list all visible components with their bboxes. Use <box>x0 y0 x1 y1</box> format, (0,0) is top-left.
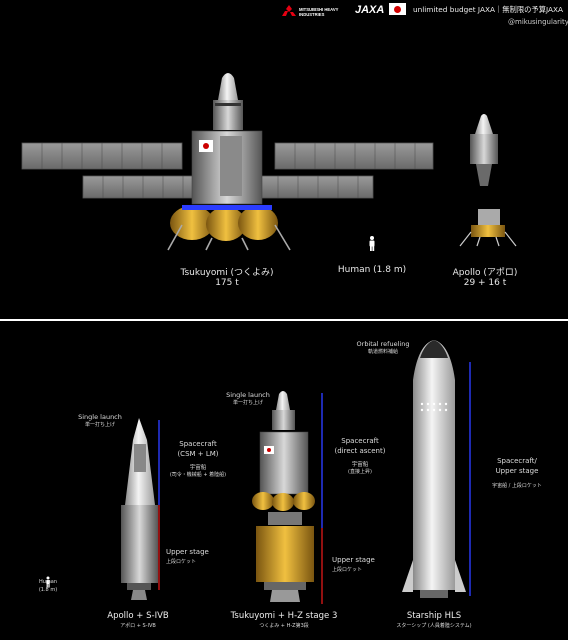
apollo-stack-name-jp: アポロ + S-IVB <box>120 623 156 629</box>
human-figure-bottom <box>46 576 50 588</box>
japan-flag <box>389 3 406 15</box>
apollo-upper-stage-jp: 上段ロケット <box>166 559 197 565</box>
panel-divider <box>0 319 568 321</box>
starship-spacecraft-en: Spacecraft/ <box>497 457 537 465</box>
apollo-spacecraft-en: Spacecraft <box>179 440 217 448</box>
tsukuyomi-lander <box>21 73 434 251</box>
starship-stack-name-jp: スターシップ (人員着陸システム) <box>396 623 472 629</box>
apollo-mass: 29 + 16 t <box>463 278 507 288</box>
apollo-upper-stage-en: Upper stage <box>166 548 209 556</box>
apollo-spacecraft-jp: 宇宙船 <box>189 465 207 471</box>
mhi-logo-text: MITSUBISHI HEAVY INDUSTRIES <box>299 7 339 17</box>
tsukuyomi-stack-name-jp: つくよみ + H-Z第3段 <box>259 623 309 629</box>
apollo-stack-name: Apollo + S-IVB <box>107 611 169 621</box>
mhi-diamonds-icon <box>282 5 296 16</box>
tsukuyomi-single-launch-en: Single launch <box>226 391 270 399</box>
tsukuyomi-stack-name: Tsukuyomi + H-Z stage 3 <box>230 611 338 621</box>
apollo-label: Apollo (アポロ) <box>452 268 518 278</box>
human-height-bottom: (1.8 m) <box>38 587 58 593</box>
tsukuyomi-spacecraft-jp: 宇宙船 <box>351 462 369 468</box>
starship-hls <box>402 340 471 598</box>
tsukuyomi-mass: 175 t <box>215 278 239 288</box>
starship-refuel-jp: 軌道燃料補給 <box>367 349 398 355</box>
apollo-single-launch-jp: 単一打ち上げ <box>84 422 115 428</box>
tsukuyomi-upper-stage-en: Upper stage <box>332 556 375 564</box>
tsukuyomi-single-launch-jp: 単一打ち上げ <box>232 400 263 406</box>
header-handle: @mikusingularity <box>508 18 568 26</box>
starship-spacecraft-en2: Upper stage <box>495 467 539 475</box>
tsukuyomi-hz-stack <box>252 391 323 604</box>
jaxa-logo: JAXA <box>355 4 385 16</box>
tsukuyomi-spacecraft-en: Spacecraft <box>341 437 379 445</box>
human-label-bottom: Human <box>38 579 58 585</box>
starship-refuel-en: Orbital refueling <box>356 340 410 348</box>
tsukuyomi-upper-stage-jp: 上段ロケット <box>332 567 363 573</box>
starship-stack-name: Starship HLS <box>406 611 462 621</box>
apollo-single-launch-en: Single launch <box>78 413 122 421</box>
tsukuyomi-spacecraft-jp2: (直接上昇) <box>348 469 372 475</box>
human-figure-top <box>369 236 375 251</box>
header: MITSUBISHI HEAVY INDUSTRIES JAXA unlimit… <box>0 0 568 32</box>
tsukuyomi-label: Tsukuyomi (つくよみ) <box>180 268 274 278</box>
mhi-logo: MITSUBISHI HEAVY INDUSTRIES <box>281 4 351 20</box>
human-label-top: Human (1.8 m) <box>337 265 407 275</box>
apollo-spacecraft-jp2: (司令・機械船 + 着陸船) <box>169 472 227 478</box>
header-title: unlimited budget JAXA｜無制限の予算JAXA <box>413 5 564 14</box>
flag-sun <box>394 6 401 13</box>
apollo-csm-lm <box>459 114 517 247</box>
apollo-saturn-stack <box>121 418 160 600</box>
starship-spacecraft-jp: 宇宙船 / 上段ロケット <box>492 483 542 489</box>
apollo-spacecraft-en2: (CSM + LM) <box>177 450 219 458</box>
tsukuyomi-spacecraft-en2: (direct ascent) <box>334 447 386 455</box>
